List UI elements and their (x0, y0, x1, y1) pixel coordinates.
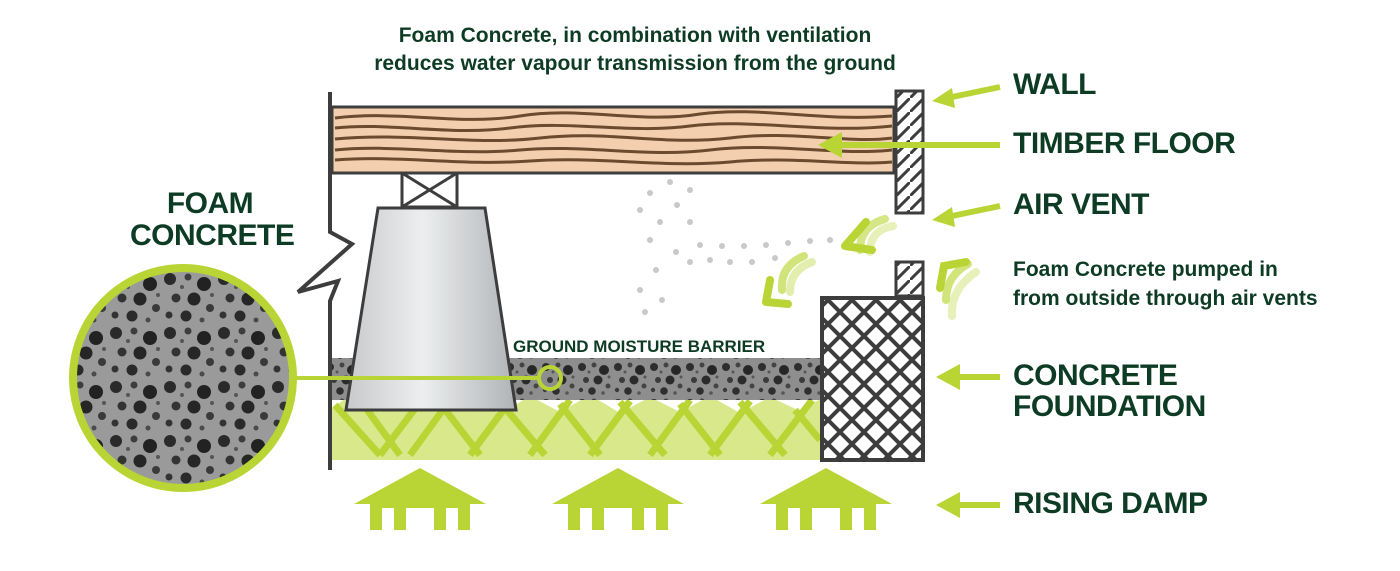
foam-title-line-1: FOAM (166, 187, 254, 220)
concrete-foundation (820, 296, 925, 462)
wall-label: WALL (1013, 68, 1096, 101)
timber-floor (330, 105, 896, 175)
caption-line-1: Foam Concrete, in combination with venti… (398, 24, 872, 47)
foundation-line-1: CONCRETE (1013, 359, 1178, 392)
foam-concrete-title: FOAM CONCRETE (130, 187, 295, 252)
pumped-line-2: from outside through air vents (1013, 287, 1318, 310)
foam-magnifier (69, 264, 563, 492)
rising-damp-arrows (354, 468, 892, 530)
exterior-wall (894, 89, 925, 298)
bearer-block (400, 171, 459, 209)
rising-damp-label: RISING DAMP (1013, 487, 1208, 520)
caption-line-2: reduces water vapour transmission from t… (374, 52, 896, 75)
airflow-icon (762, 215, 980, 320)
airflow-dots (637, 179, 833, 315)
pumped-line-1: Foam Concrete pumped in (1013, 258, 1278, 281)
foam-title-line-2: CONCRETE (130, 219, 295, 252)
foundation-label: CONCRETE FOUNDATION (1013, 360, 1206, 422)
ground-barrier-label: GROUND MOISTURE BARRIER (513, 337, 766, 356)
timber-floor-label: TIMBER FLOOR (1013, 127, 1236, 160)
concrete-pier (344, 206, 518, 412)
foundation-line-2: FOUNDATION (1013, 390, 1206, 423)
ground-grass (330, 395, 823, 460)
caption: Foam Concrete, in combination with venti… (320, 22, 950, 78)
arrow-left-icon (818, 84, 1001, 518)
air-vent-label: AIR VENT (1013, 188, 1150, 221)
left-wall-break (296, 92, 356, 470)
pumped-label: Foam Concrete pumped in from outside thr… (1013, 255, 1318, 313)
